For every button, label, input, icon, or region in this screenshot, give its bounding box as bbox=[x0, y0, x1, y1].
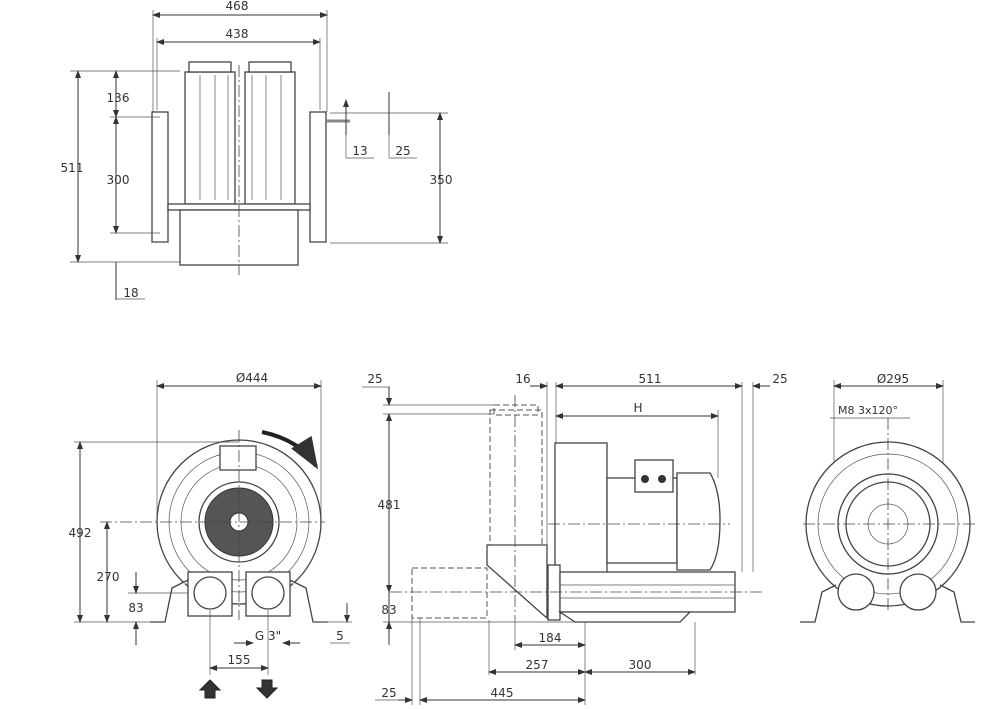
dim-inner-width: 438 bbox=[226, 27, 249, 41]
dim-port-height: 83 bbox=[128, 601, 143, 615]
dim-side-height: 350 bbox=[430, 173, 453, 187]
inlet-arrow-icon bbox=[198, 679, 222, 699]
front-view: Ø444 492 270 83 155 G 3" bbox=[69, 371, 352, 699]
dim-bottom-25: 25 bbox=[381, 686, 396, 700]
dim-top-offset: 136 bbox=[107, 91, 130, 105]
right-bracket bbox=[309, 111, 327, 243]
dim-bottom-offset: 18 bbox=[123, 286, 138, 300]
dim-side-port-height: 83 bbox=[381, 603, 396, 617]
top-view: 468 438 511 136 300 18 bbox=[61, 0, 453, 300]
dim-bolt-13: 13 bbox=[352, 144, 367, 158]
dim-port-size: G 3" bbox=[255, 629, 281, 643]
dim-filter-height: 481 bbox=[378, 498, 401, 512]
outlet-port bbox=[251, 576, 285, 610]
rear-view: Ø295 M8 3x120° bbox=[800, 372, 975, 623]
dim-front-diameter: Ø444 bbox=[236, 371, 268, 385]
dim-rear-diameter: Ø295 bbox=[877, 372, 909, 386]
left-bracket bbox=[151, 111, 169, 243]
side-view: 25 16 511 25 H 481 83 184 257 300 25 445 bbox=[362, 372, 788, 705]
dim-motor-H: H bbox=[633, 401, 642, 415]
dim-bolt-25: 25 bbox=[395, 144, 410, 158]
dim-height-511: 511 bbox=[61, 161, 84, 175]
dim-front-height: 492 bbox=[69, 526, 92, 540]
dim-flange-16: 16 bbox=[515, 372, 530, 386]
dim-184: 184 bbox=[539, 631, 562, 645]
dim-445: 445 bbox=[491, 686, 514, 700]
rotation-arrow bbox=[261, 430, 319, 470]
terminal-box bbox=[634, 459, 674, 493]
dim-foot-offset: 5 bbox=[336, 629, 344, 643]
dim-257: 257 bbox=[526, 658, 549, 672]
dim-length-511: 511 bbox=[639, 372, 662, 386]
filter-cylinders bbox=[184, 61, 296, 205]
filter-dashed bbox=[489, 409, 543, 546]
dim-port-spacing: 155 bbox=[228, 653, 251, 667]
dim-300: 300 bbox=[629, 658, 652, 672]
inlet-port bbox=[193, 576, 227, 610]
dim-overall-width: 468 bbox=[226, 0, 249, 13]
outlet-arrow-icon bbox=[255, 679, 279, 699]
dim-side-top-25: 25 bbox=[367, 372, 382, 386]
dim-axis-height: 270 bbox=[97, 570, 120, 584]
dim-hole-spacing: 300 bbox=[107, 173, 130, 187]
dim-thread: M8 3x120° bbox=[838, 404, 898, 417]
dim-right-25: 25 bbox=[772, 372, 787, 386]
